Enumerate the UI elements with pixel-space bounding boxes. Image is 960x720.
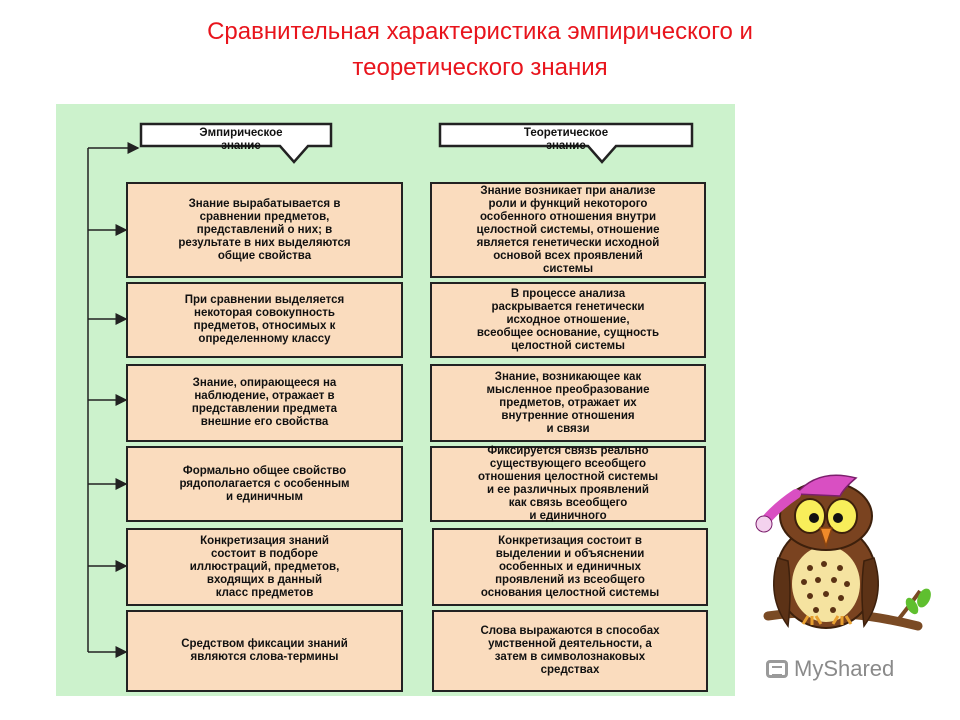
theoretical-box-3: Знание, возникающее как мысленное преобр… (430, 364, 706, 442)
empirical-box-4: Формально общее свойство рядополагается … (126, 446, 403, 522)
watermark-text: MyShared (794, 656, 895, 681)
empirical-box-1: Знание вырабатывается в сравнении предме… (126, 182, 403, 278)
empirical-box-2: При сравнении выделяется некоторая совок… (126, 282, 403, 358)
diagram-panel: Эмпирическое знание Теоретическое знание… (56, 104, 735, 696)
theoretical-box-5: Конкретизация состоит в выделении и объя… (432, 528, 708, 606)
theoretical-box-4: Фиксируется связь реально существующего … (430, 445, 706, 522)
right-header-label: Теоретическое знание (523, 127, 609, 152)
diagram-connectors (87, 122, 694, 658)
empirical-box-6: Средством фиксации знаний являются слова… (126, 610, 403, 692)
empirical-box-3: Знание, опирающееся на наблюдение, отраж… (126, 364, 403, 442)
owl-illustration (755, 474, 931, 631)
empirical-box-5: Конкретизация знаний состоит в подборе и… (126, 528, 403, 606)
left-header-label: Эмпирическое знание (199, 127, 283, 152)
theoretical-box-1: Знание возникает при анализе роли и функ… (430, 182, 706, 278)
watermark: MyShared (766, 656, 894, 682)
page-title: Сравнительная характеристика эмпирическо… (207, 18, 753, 81)
left-header-arrow (139, 122, 333, 164)
theoretical-box-2: В процессе анализа раскрывается генетиче… (430, 282, 706, 358)
presentation-icon (766, 660, 788, 678)
right-header-arrow (438, 122, 694, 164)
theoretical-box-6: Слова выражаются в способах умственной д… (432, 610, 708, 692)
